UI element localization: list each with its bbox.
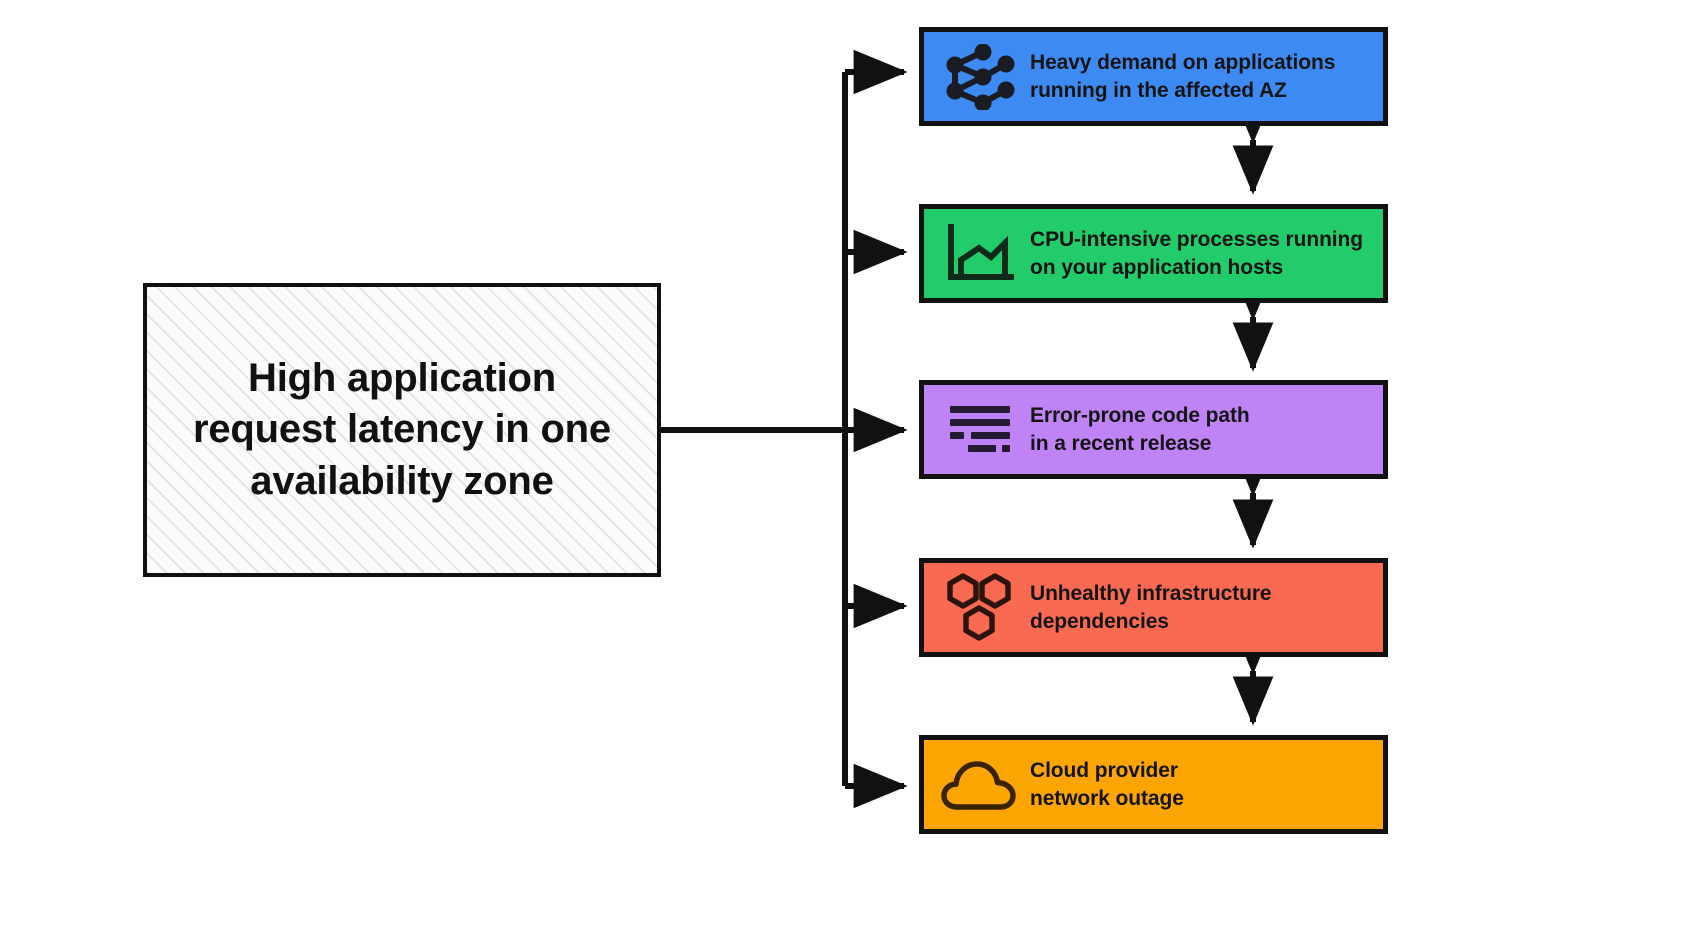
cause-label-heavy-demand: Heavy demand on applications running in … xyxy=(1030,50,1336,102)
cause-box-heavy-demand[interactable]: Heavy demand on applications running in … xyxy=(919,27,1388,126)
cause-label-error-prone-code: Error-prone code path in a recent releas… xyxy=(1030,403,1250,455)
area-chart-icon xyxy=(940,218,1018,290)
cause-box-cpu-intensive[interactable]: CPU-intensive processes running on your … xyxy=(919,204,1388,303)
cause-label-cloud-outage: Cloud provider network outage xyxy=(1030,758,1184,810)
code-lines-icon xyxy=(940,394,1018,466)
hexagons-icon xyxy=(940,572,1018,644)
cause-box-unhealthy-infrastructure[interactable]: Unhealthy infrastructure dependencies xyxy=(919,558,1388,657)
connector-trunk xyxy=(661,72,848,786)
problem-box: High application request latency in one … xyxy=(143,283,661,577)
cause-box-cloud-outage[interactable]: Cloud provider network outage xyxy=(919,735,1388,834)
cloud-icon xyxy=(940,749,1018,821)
cause-label-cpu-intensive: CPU-intensive processes running on your … xyxy=(1030,227,1363,279)
connector-branches xyxy=(845,49,908,809)
problem-box-label: High application request latency in one … xyxy=(193,356,611,503)
network-graph-icon xyxy=(940,41,1018,113)
cause-label-unhealthy-infrastructure: Unhealthy infrastructure dependencies xyxy=(1030,581,1272,633)
cause-box-error-prone-code[interactable]: Error-prone code path in a recent releas… xyxy=(919,380,1388,479)
